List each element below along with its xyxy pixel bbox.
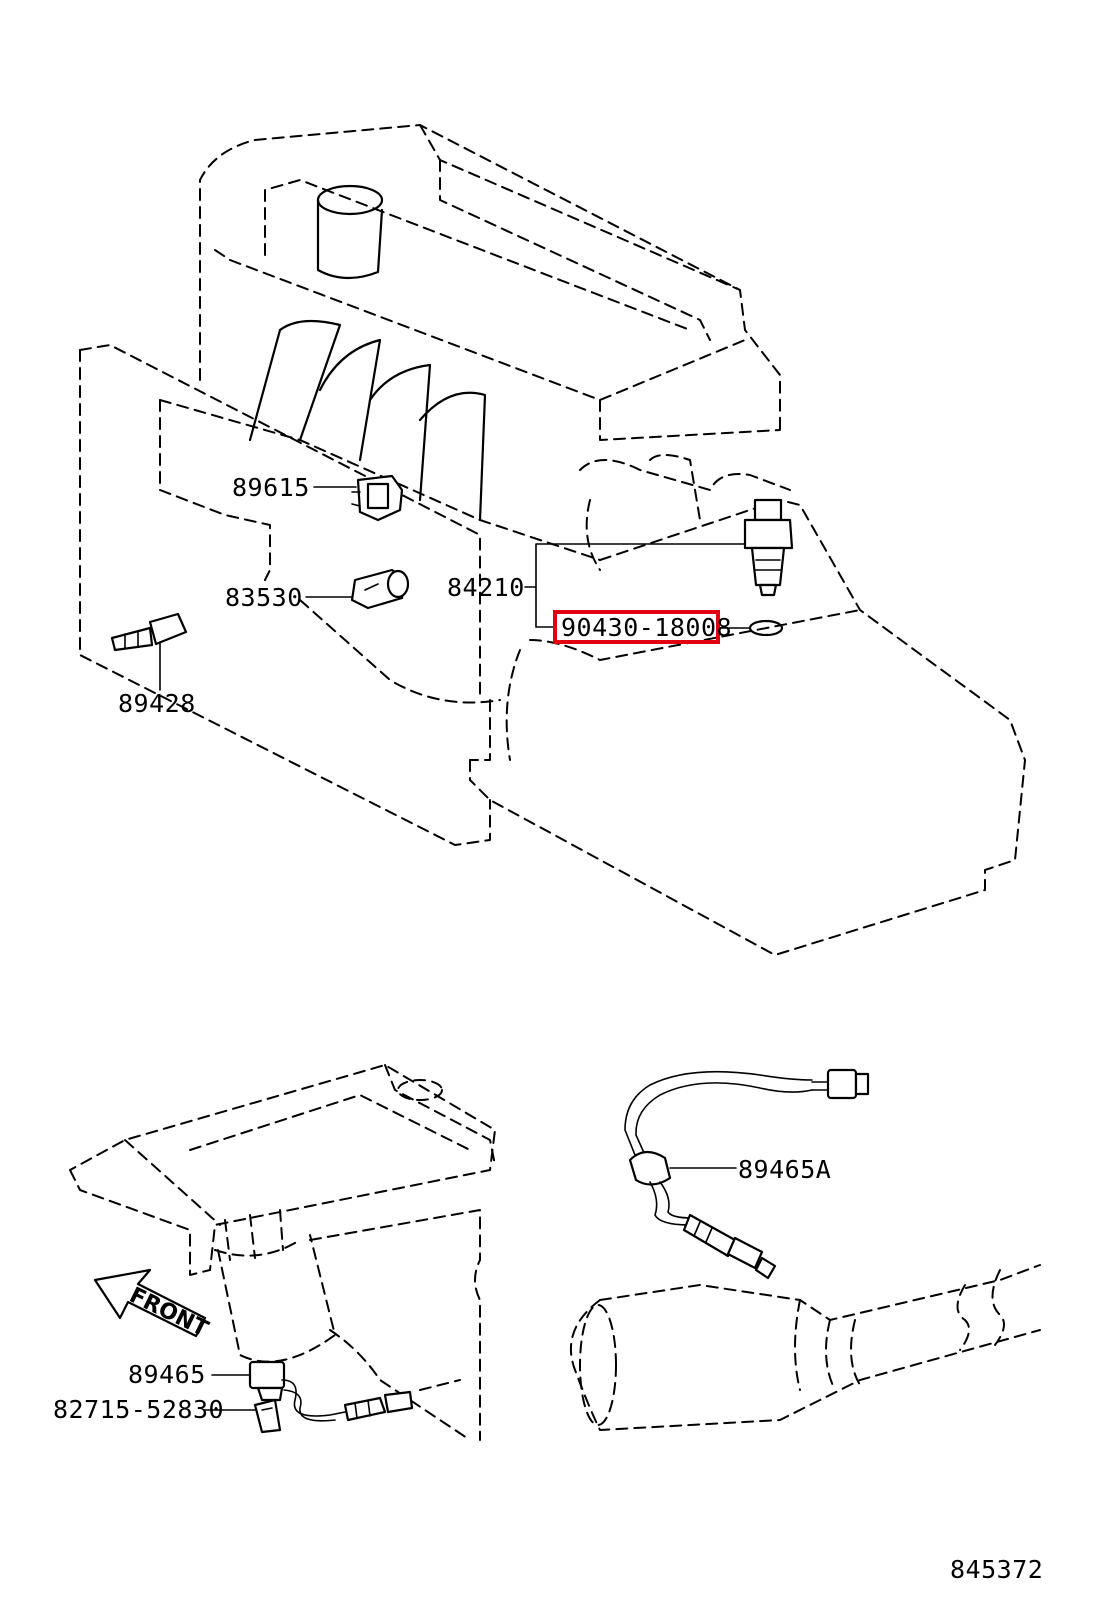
sensor-89428 <box>110 612 188 652</box>
label-89428: 89428 <box>118 689 196 718</box>
leader-lines-upper <box>159 486 751 691</box>
diagram-number: 845372 <box>950 1555 1043 1584</box>
label-84210: 84210 <box>447 573 525 602</box>
switch-83530 <box>350 568 410 610</box>
engine-cover-outline <box>69 1064 496 1441</box>
sensor-89615 <box>351 474 404 522</box>
leader-lines-lower-left <box>203 1374 257 1411</box>
front-label: FRONT <box>125 1283 212 1342</box>
label-83530: 83530 <box>225 583 303 612</box>
callout-labels: 89615 83530 89428 84210 90430-18008 8946… <box>53 473 1043 1584</box>
engine-outline <box>79 124 1026 956</box>
label-89465A: 89465A <box>738 1155 831 1184</box>
sensor-89465 <box>248 1360 414 1422</box>
front-arrow-icon: FRONT <box>93 1268 212 1342</box>
highlight-box <box>553 610 720 644</box>
label-90430: 90430-18008 <box>561 613 732 642</box>
label-89465: 89465 <box>128 1360 206 1389</box>
clip-82715 <box>253 1398 282 1434</box>
label-82715: 82715-52830 <box>53 1395 224 1424</box>
sensor-84210 <box>743 498 794 597</box>
sensor-89465A <box>624 1068 870 1280</box>
label-89615: 89615 <box>232 473 310 502</box>
exhaust-outline <box>569 1264 1041 1431</box>
